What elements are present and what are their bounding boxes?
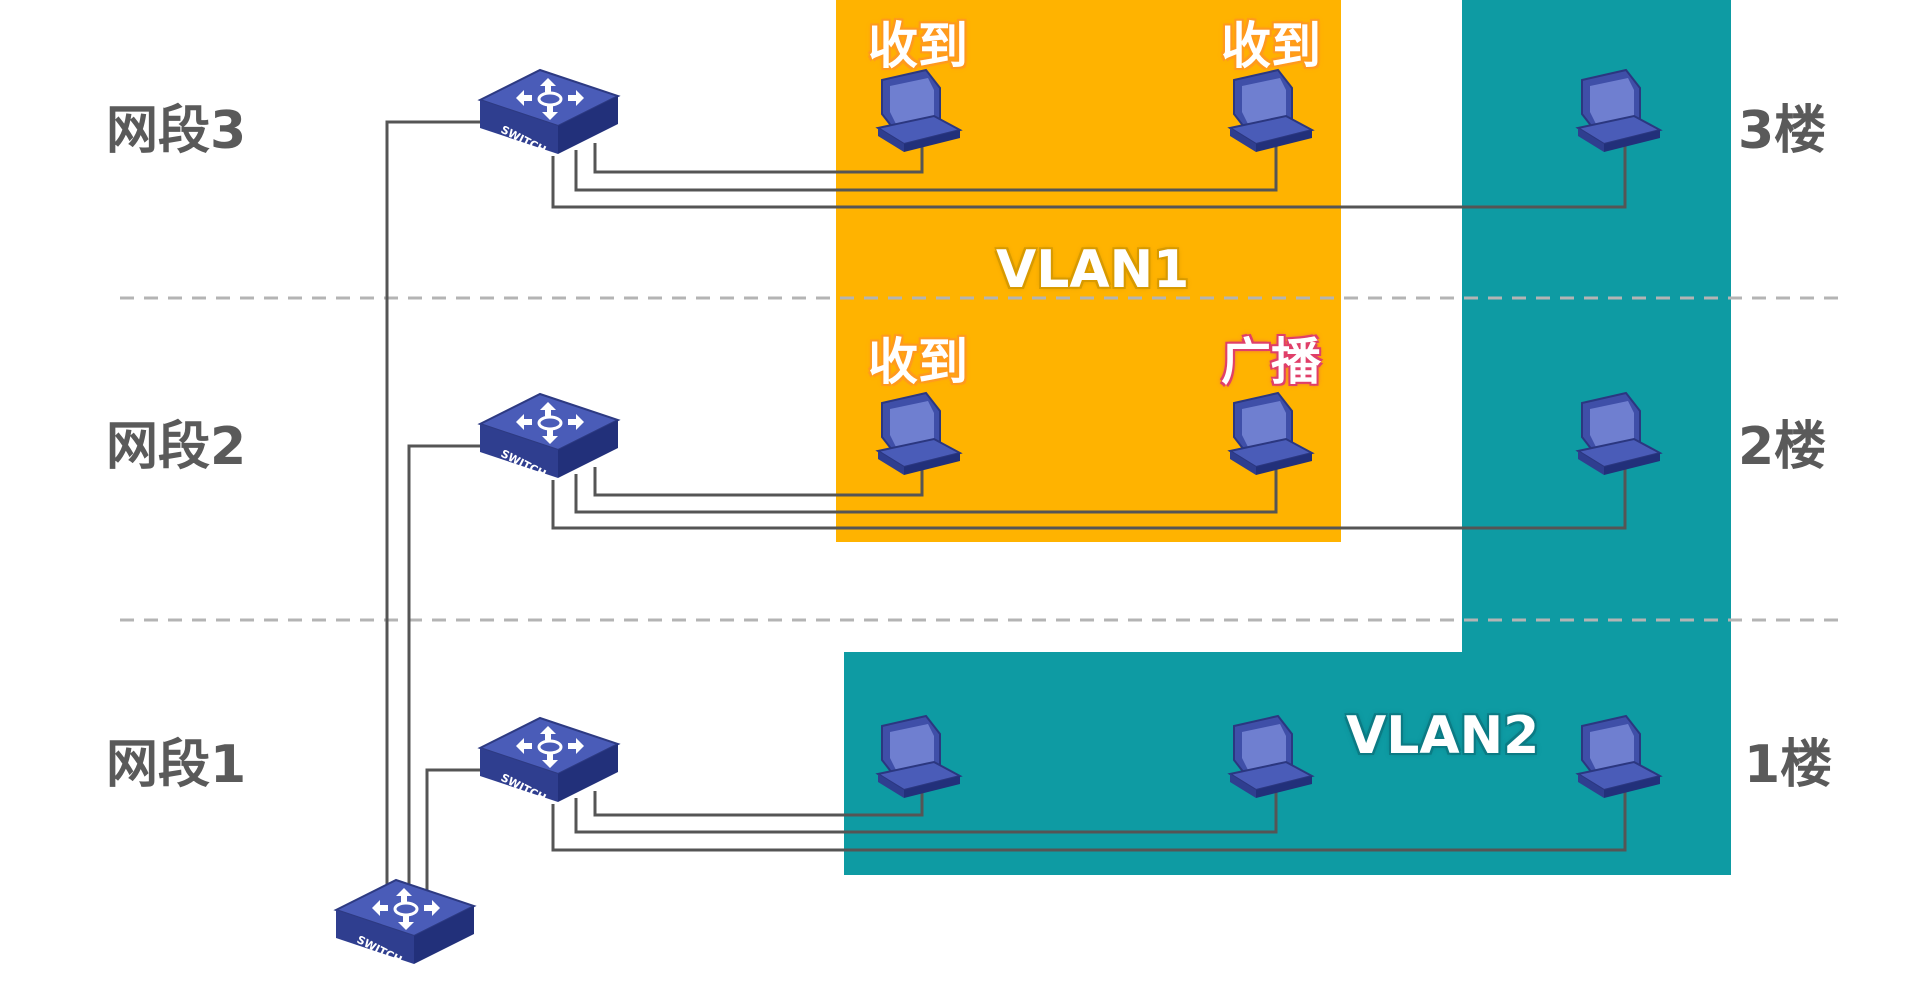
core-switch [334,878,476,969]
floor-label-2: 2楼 [1738,417,1827,477]
receive-label-f2-h1: 收到 [868,333,968,391]
receive-label-f3-h2: 收到 [1221,17,1321,75]
vlan2-label: VLAN2 [1346,706,1540,766]
segment-label-2: 网段2 [106,417,247,477]
switch-floor2 [478,392,620,483]
broadcast-label-f2-h2: 广播 [1221,333,1321,391]
vlan2-region [844,0,1731,875]
network-links [385,120,1627,895]
floor-label-1: 1楼 [1744,735,1833,795]
switch-floor1 [478,716,620,807]
switch-floor3 [478,68,620,159]
vlan1-label: VLAN1 [996,240,1190,300]
receive-label-f3-h1: 收到 [868,17,968,75]
floor-label-3: 3楼 [1738,101,1827,161]
segment-label-3: 网段3 [106,101,247,161]
segment-label-1: 网段1 [106,735,247,795]
